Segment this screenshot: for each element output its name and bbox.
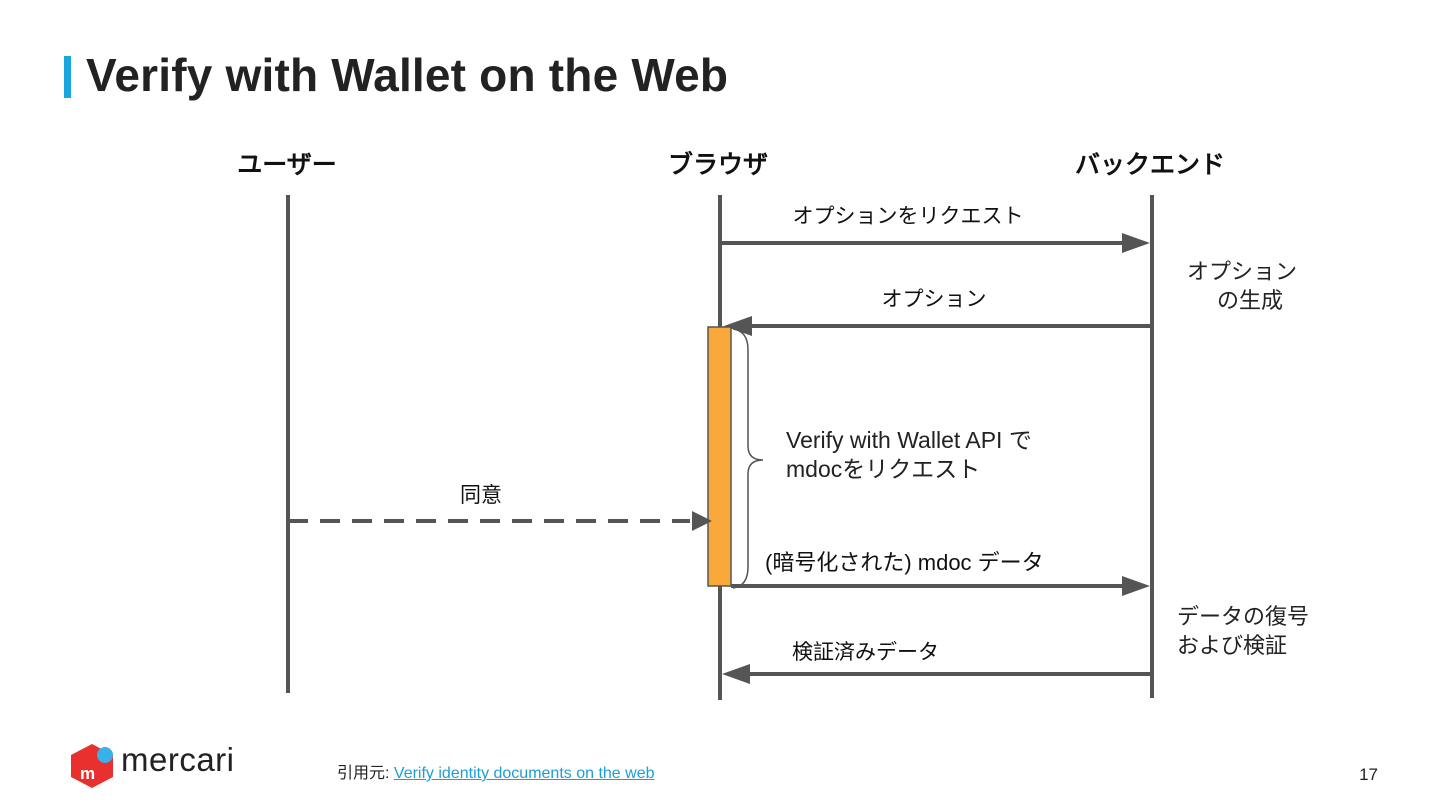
note-decrypt-verify-line1: データの復号	[1177, 604, 1310, 629]
source-prefix: 引用元:	[337, 765, 394, 782]
title-accent-bar	[64, 56, 71, 98]
actor-browser: ブラウザ	[667, 151, 769, 179]
note-generate-options-line1: オプション	[1187, 259, 1298, 284]
label-consent: 同意	[460, 484, 502, 507]
note-decrypt-verify: データの復号 および検証	[1177, 602, 1309, 660]
note-generate-options: オプション の生成	[1187, 257, 1297, 315]
note-generate-options-line2: の生成	[1217, 288, 1284, 313]
actor-backend: バックエンド	[1074, 151, 1226, 179]
source-link[interactable]: Verify identity documents on the web	[393, 765, 655, 782]
label-options: オプション	[881, 288, 987, 311]
label-encrypted-data: (暗号化された) mdoc データ	[765, 550, 1044, 575]
browser-activation-box	[707, 326, 732, 587]
mercari-logo-text: mercari	[121, 741, 235, 778]
label-verified-data: 検証済みデータ	[792, 641, 939, 664]
actor-user: ユーザー	[237, 151, 337, 179]
arrowhead-options	[724, 316, 752, 336]
page-number: 17	[1359, 765, 1378, 784]
note-decrypt-verify-line2: および検証	[1177, 633, 1288, 658]
note-api-request-line1: Verify with Wallet API で	[786, 427, 1032, 453]
arrowhead-encrypted-data	[1122, 576, 1150, 596]
note-api-request-line2: mdocをリクエスト	[786, 456, 981, 482]
source-citation: 引用元: Verify identity documents on the we…	[337, 759, 655, 783]
arrowhead-request-options	[1122, 233, 1150, 253]
arrowhead-consent	[692, 511, 712, 531]
note-api-request: Verify with Wallet API で mdocをリクエスト	[786, 426, 1032, 484]
label-request-options: オプションをリクエスト	[792, 205, 1024, 228]
svg-text:m: m	[80, 764, 95, 783]
curly-brace	[732, 328, 764, 589]
arrowhead-verified-data	[722, 664, 750, 684]
slide-title: Verify with Wallet on the Web	[86, 49, 729, 101]
mercari-logo-icon: m	[71, 744, 113, 788]
